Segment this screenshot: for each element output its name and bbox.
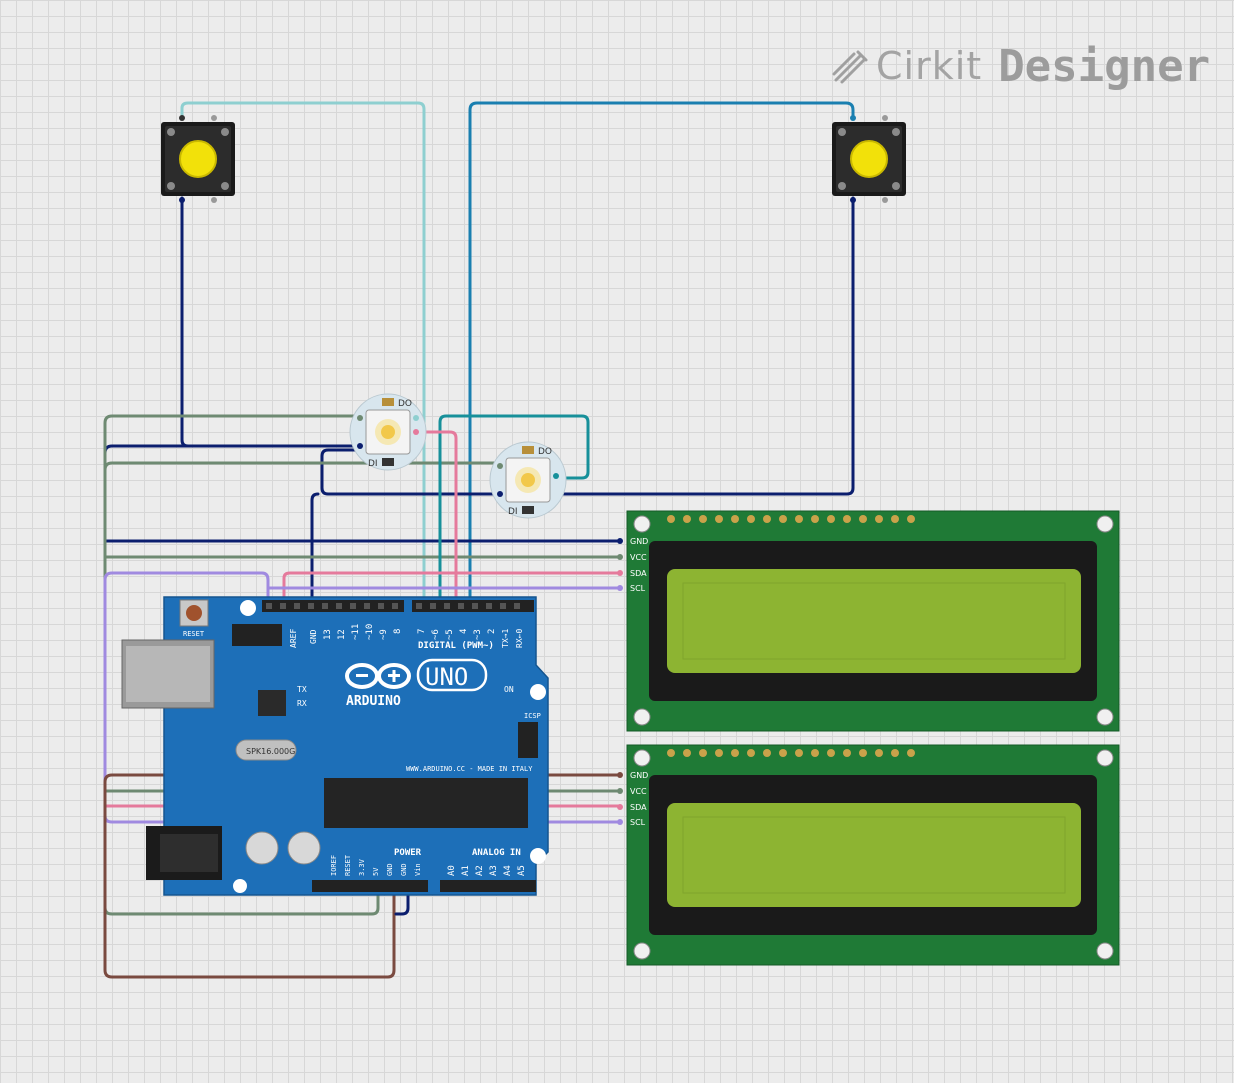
crystal-label: SPK16.000G	[246, 747, 295, 756]
power-label: POWER	[394, 848, 422, 858]
wire-gnd-power[interactable]	[394, 888, 410, 916]
analog-pin-a0: A0	[447, 865, 457, 876]
wire-scl-lcd1[interactable]	[103, 571, 622, 824]
reset-label: RESET	[183, 630, 205, 638]
lcd-pin-gnd: GND	[630, 771, 648, 780]
pin-label-5: ~5	[445, 629, 455, 640]
lcd-pin-vcc: VCC	[630, 553, 647, 562]
aref-label: AREF	[289, 629, 298, 648]
analog-pin-a3: A3	[489, 865, 499, 876]
crystal	[235, 739, 297, 761]
pin-label-8: 8	[393, 629, 403, 634]
push-button-1[interactable]	[161, 115, 235, 203]
pin-label-2: 2	[487, 629, 497, 634]
pin-label-7: 7	[417, 629, 427, 634]
lcd-pin-sda: SDA	[630, 569, 647, 578]
lcd-pin-gnd: GND	[630, 537, 648, 546]
rx-label: RX	[297, 699, 307, 708]
icsp-header-1	[232, 624, 282, 646]
wire-gnd-lcd2[interactable]	[103, 773, 622, 979]
power-pin-5v: 5V	[372, 867, 380, 876]
logo-text-cirkit: Cirkit	[876, 44, 983, 88]
pin-label-11: ~11	[351, 624, 361, 640]
power-pin-vin: Vin	[414, 863, 422, 876]
atmega-chip	[324, 778, 528, 828]
wire-led2-vcc[interactable]	[103, 461, 622, 559]
capacitor-2	[287, 831, 321, 865]
cirkit-designer-logo: Cirkit Designer	[830, 38, 1210, 94]
pin-label-13: 13	[323, 629, 333, 640]
power-pin-ioref: IOREF	[330, 855, 338, 876]
wire-sda-lcd1[interactable]	[282, 571, 622, 607]
wire-button1-to-led1[interactable]	[180, 196, 364, 448]
lcd-pin-scl: SCL	[630, 818, 646, 827]
arduino-uno-board[interactable]: RESET AREF GND 13 12 ~11 ~10 ~9 8 7 ~6 ~…	[121, 596, 549, 896]
lcd-pin-labels: GND VCC SDA SCL	[617, 771, 648, 827]
wire-navy-to-gnd[interactable]	[310, 492, 320, 607]
led-pin-label-do: DO	[398, 399, 412, 409]
rgb-led-2[interactable]: DI DO	[489, 441, 567, 519]
lcd-pin-sda: SDA	[630, 803, 647, 812]
analog-pin-a5: A5	[517, 865, 527, 876]
pin-label-4: 4	[459, 629, 469, 634]
led-pin-label-di: DI	[508, 507, 518, 517]
power-pin-labels: IOREF RESET 3.3V 5V GND GND Vin	[330, 854, 422, 876]
digital-pin-labels: 13 12 ~11 ~10 ~9 8 7 ~6 ~5 4 ~3 2 TX→1 R…	[323, 624, 524, 648]
uno-label: UNO	[425, 663, 468, 691]
arduino-label: ARDUINO	[346, 694, 401, 709]
rgb-led-1[interactable]: DI DO	[349, 393, 427, 471]
website-label: WWW.ARDUINO.CC - MADE IN ITALY	[406, 765, 533, 773]
power-pin-reset: RESET	[344, 854, 352, 876]
lcd-pin-scl: SCL	[630, 584, 646, 593]
gnd-label: GND	[309, 629, 318, 644]
lcd-display-2[interactable]: GND VCC SDA SCL	[617, 744, 1120, 966]
icsp-label: ICSP	[524, 712, 541, 720]
pin-label-9: ~9	[379, 629, 389, 640]
analog-label: ANALOG IN	[472, 848, 521, 858]
led-pin-label-do: DO	[538, 447, 552, 457]
pin-label-12: 12	[337, 629, 347, 640]
pin-label-1: TX→1	[501, 629, 510, 648]
lcd-screen	[667, 569, 1081, 673]
wire-button1-to-pin7[interactable]	[180, 101, 426, 607]
pin-label-3: ~3	[473, 629, 483, 640]
wire-button2-ground[interactable]	[320, 196, 855, 496]
wire-led1-data[interactable]	[416, 430, 458, 607]
pin-label-10: ~10	[365, 624, 375, 640]
header-analog	[440, 880, 536, 892]
analog-pin-labels: A0 A1 A2 A3 A4 A5	[447, 865, 527, 876]
on-label: ON	[504, 685, 514, 694]
arduino-logo	[345, 663, 411, 689]
lcd-screen	[667, 803, 1081, 907]
tx-label: TX	[297, 685, 307, 694]
power-pin-gnd2: GND	[400, 863, 408, 876]
power-pin-gnd1: GND	[386, 863, 394, 876]
digital-label: DIGITAL (PWM~)	[418, 641, 494, 651]
button-cap	[850, 140, 888, 178]
usb-chip	[258, 690, 286, 716]
logo-text-designer: Designer	[998, 40, 1211, 92]
analog-pin-a1: A1	[461, 865, 471, 876]
power-pin-3v3: 3.3V	[358, 858, 366, 876]
lcd-pin-vcc: VCC	[630, 787, 647, 796]
analog-pin-a4: A4	[503, 865, 513, 876]
wire-led1-vcc[interactable]	[103, 414, 380, 916]
analog-pin-a2: A2	[475, 865, 485, 876]
wire-button2-to-pin4[interactable]	[468, 101, 855, 607]
cirkit-pen-icon	[832, 50, 868, 84]
led-pin-label-di: DI	[368, 459, 378, 469]
lcd-pin-labels: GND VCC SDA SCL	[617, 537, 648, 593]
wire-led-chain[interactable]	[438, 414, 590, 607]
capacitor-1	[245, 831, 279, 865]
pin-label-0: RX←0	[515, 629, 524, 648]
push-button-2[interactable]	[832, 115, 906, 203]
lcd-display-1[interactable]: GND VCC SDA SCL	[617, 510, 1120, 732]
pin-label-6: ~6	[431, 629, 441, 640]
button-cap	[179, 140, 217, 178]
icsp-header-2	[518, 722, 538, 758]
header-power	[312, 880, 428, 892]
